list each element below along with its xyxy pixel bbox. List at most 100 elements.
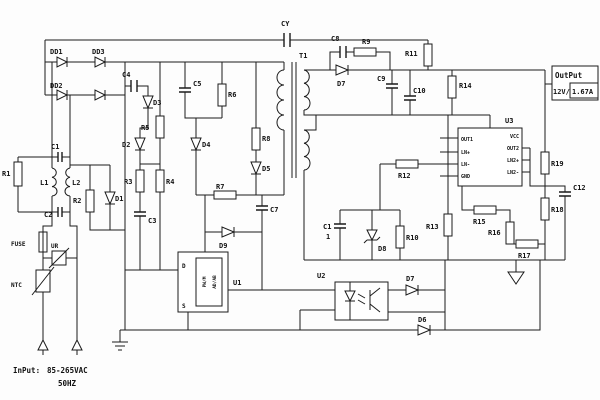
- ground-symbol-secondary: [507, 271, 525, 285]
- label-u3: U3: [505, 117, 513, 125]
- label-c9: C9: [377, 75, 385, 83]
- label-u3-pin-ln-plus: LN+: [461, 150, 470, 156]
- resistor-r10: [395, 225, 405, 249]
- label-c12: C12: [573, 184, 586, 192]
- capacitor-c7: [256, 205, 268, 211]
- label-u3-pin-out2: OUT2: [507, 146, 519, 152]
- label-c4: C4: [122, 71, 130, 79]
- capacitor-c2: [57, 207, 63, 217]
- resistor-r19: [540, 151, 550, 175]
- label-d1: D1: [115, 195, 123, 203]
- label-r14: R14: [459, 82, 472, 90]
- resistor-r2: [85, 189, 95, 213]
- fuse-symbol: [38, 231, 48, 253]
- label-u1: U1: [233, 279, 241, 287]
- capacitor-c11: [334, 223, 346, 229]
- resistor-r15: [473, 205, 497, 215]
- choke-l1: [51, 167, 58, 197]
- diode-d2: [134, 137, 146, 152]
- label-r12: R12: [398, 172, 411, 180]
- label-r18: R18: [551, 206, 564, 214]
- resistor-r11: [423, 43, 433, 67]
- diode-dd3: [94, 56, 107, 68]
- capacitor-c9: [386, 83, 398, 89]
- diode-d3: [142, 95, 154, 110]
- label-u3-pin-ln2-plus: LN2+: [507, 158, 519, 164]
- capacitor-c10: [404, 95, 416, 101]
- label-c8: C8: [331, 35, 339, 43]
- label-r6: R6: [228, 91, 236, 99]
- label-r2: R2: [73, 197, 81, 205]
- label-d4: D4: [202, 141, 210, 149]
- capacitor-c1: [57, 152, 63, 162]
- resistor-r14: [447, 75, 457, 99]
- label-u1-inner-top: PW/M: [202, 276, 208, 287]
- label-c3: C3: [148, 217, 156, 225]
- label-d8: D8: [378, 245, 386, 253]
- choke-l2: [64, 167, 71, 197]
- label-r5: R5: [141, 124, 149, 132]
- label-cy: CY: [281, 20, 290, 28]
- ground-symbol-primary: [112, 341, 128, 351]
- label-c10: C10: [413, 87, 426, 95]
- label-u3-pin-ln2-minus: LN2-: [507, 170, 519, 176]
- label-r15: R15: [473, 218, 486, 226]
- capacitor-c5: [179, 87, 191, 93]
- thermistor-ntc: [31, 266, 55, 296]
- label-ntc: NTC: [11, 282, 22, 289]
- label-l2: L2: [72, 179, 80, 187]
- resistor-r6: [217, 83, 227, 107]
- label-d9: D9: [219, 242, 227, 250]
- output-title: OutPut: [555, 71, 582, 80]
- input-terminal-live: [37, 338, 49, 355]
- label-c2: C2: [44, 211, 52, 219]
- ic-u1-pwm-controller: [177, 251, 229, 313]
- label-d7-secondary: D7: [337, 80, 345, 88]
- resistor-r9: [353, 47, 377, 57]
- label-d7-feedback: D7: [406, 275, 414, 283]
- label-fuse: FUSE: [11, 241, 26, 248]
- label-l1: L1: [40, 179, 48, 187]
- transformer-t1: [276, 62, 311, 178]
- label-u3-pin-ln-minus: LN-: [461, 162, 470, 168]
- label-d5: D5: [262, 165, 270, 173]
- label-u1-pin-d: D: [182, 263, 186, 270]
- diode-d6: [417, 324, 432, 336]
- label-r3: R3: [124, 178, 132, 186]
- label-d2: D2: [122, 141, 130, 149]
- label-r9: R9: [362, 38, 370, 46]
- capacitor-c3: [134, 211, 146, 217]
- input-frequency: 50HZ: [58, 379, 77, 388]
- label-r10: R10: [406, 234, 419, 242]
- label-d6: D6: [418, 316, 426, 324]
- label-c1: C1: [51, 143, 59, 151]
- label-u1-inner-bottom: AD/AB: [212, 275, 218, 289]
- input-title: InPut:: [13, 366, 40, 375]
- diode-dd1: [56, 56, 69, 68]
- label-c5: C5: [193, 80, 201, 88]
- capacitor-c4: [130, 80, 138, 92]
- label-r17: R17: [518, 252, 531, 260]
- label-u3-pin-vcc: VCC: [510, 134, 519, 140]
- label-u3-pin-out1: OUT1: [461, 137, 473, 143]
- label-u3-pin-gnd: GND: [461, 174, 470, 180]
- label-ur: UR: [51, 243, 59, 250]
- label-d3: D3: [153, 99, 161, 107]
- resistor-r18: [540, 197, 550, 221]
- output-current: 1.67A: [572, 88, 594, 96]
- label-r4: R4: [166, 178, 174, 186]
- label-dd2: DD2: [50, 82, 63, 90]
- resistor-r5: [155, 115, 165, 139]
- capacitor-c12: [559, 191, 571, 197]
- label-c11-line2: 1: [326, 233, 330, 241]
- label-r13: R13: [426, 223, 439, 231]
- output-connector: [551, 65, 599, 101]
- resistor-r7: [213, 190, 237, 200]
- resistor-r16: [505, 221, 515, 245]
- optocoupler-u2: [334, 281, 389, 321]
- ic-u3-regulator: [457, 127, 523, 187]
- resistor-r12: [395, 159, 419, 169]
- resistor-r1: [13, 161, 23, 187]
- label-r8: R8: [262, 135, 270, 143]
